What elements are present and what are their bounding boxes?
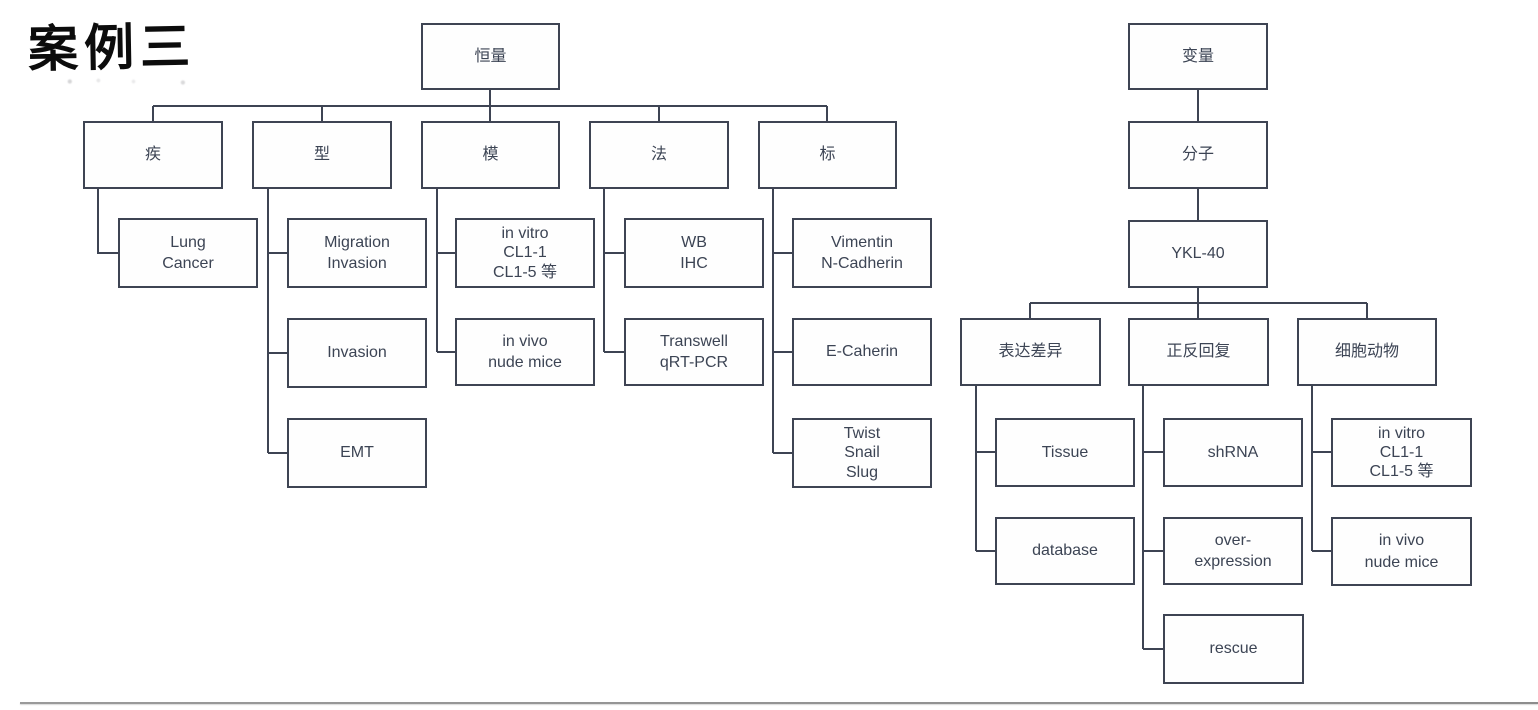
node-biaoda-chayi: 表达差异 bbox=[960, 318, 1101, 386]
node-twist-snail-slug: Twist Snail Slug bbox=[792, 418, 932, 488]
page-title: 案例三 bbox=[27, 16, 197, 79]
connector bbox=[1029, 302, 1368, 318]
node-mo: 模 bbox=[421, 121, 560, 189]
connector bbox=[152, 90, 828, 121]
node-invitro-right: in vitro CL1-1 CL1-5 等 bbox=[1331, 418, 1472, 487]
node-xibao-dongwu: 细胞动物 bbox=[1297, 318, 1437, 386]
node-vimentin-ncadherin: Vimentin N-Cadherin bbox=[792, 218, 932, 288]
connector bbox=[267, 189, 287, 454]
node-database: database bbox=[995, 517, 1135, 585]
node-rescue: rescue bbox=[1163, 614, 1304, 684]
node-ji: 疾 bbox=[83, 121, 223, 189]
connector bbox=[772, 189, 792, 454]
node-ykl40: YKL-40 bbox=[1128, 220, 1268, 288]
connector bbox=[97, 189, 118, 254]
node-migration-invasion: Migration Invasion bbox=[287, 218, 427, 288]
node-zhengfan-huifu: 正反回复 bbox=[1128, 318, 1269, 386]
node-wb-ihc: WB IHC bbox=[624, 218, 764, 288]
node-invivo-right: in vivo nude mice bbox=[1331, 517, 1472, 586]
node-hengliang-root: 恒量 bbox=[421, 23, 560, 90]
node-invasion: Invasion bbox=[287, 318, 427, 388]
node-bianliang-root: 变量 bbox=[1128, 23, 1268, 90]
node-transwell-qrtpcr: Transwell qRT-PCR bbox=[624, 318, 764, 386]
connector bbox=[975, 386, 995, 552]
connector bbox=[1311, 386, 1331, 552]
node-invitro-left: in vitro CL1-1 CL1-5 等 bbox=[455, 218, 595, 288]
bottom-divider bbox=[20, 702, 1538, 704]
connector bbox=[436, 189, 455, 353]
node-lung-cancer: Lung Cancer bbox=[118, 218, 258, 288]
node-e-caherin: E-Caherin bbox=[792, 318, 932, 386]
faint-pencil-smudge bbox=[62, 76, 192, 86]
node-overexpression: over- expression bbox=[1163, 517, 1303, 585]
node-biao: 标 bbox=[758, 121, 897, 189]
connector bbox=[603, 189, 624, 353]
node-fenzi: 分子 bbox=[1128, 121, 1268, 189]
node-tissue: Tissue bbox=[995, 418, 1135, 487]
node-fa: 法 bbox=[589, 121, 729, 189]
node-shrna: shRNA bbox=[1163, 418, 1303, 487]
node-xing: 型 bbox=[252, 121, 392, 189]
node-invivo-left: in vivo nude mice bbox=[455, 318, 595, 386]
node-emt: EMT bbox=[287, 418, 427, 488]
connector bbox=[1142, 386, 1163, 650]
